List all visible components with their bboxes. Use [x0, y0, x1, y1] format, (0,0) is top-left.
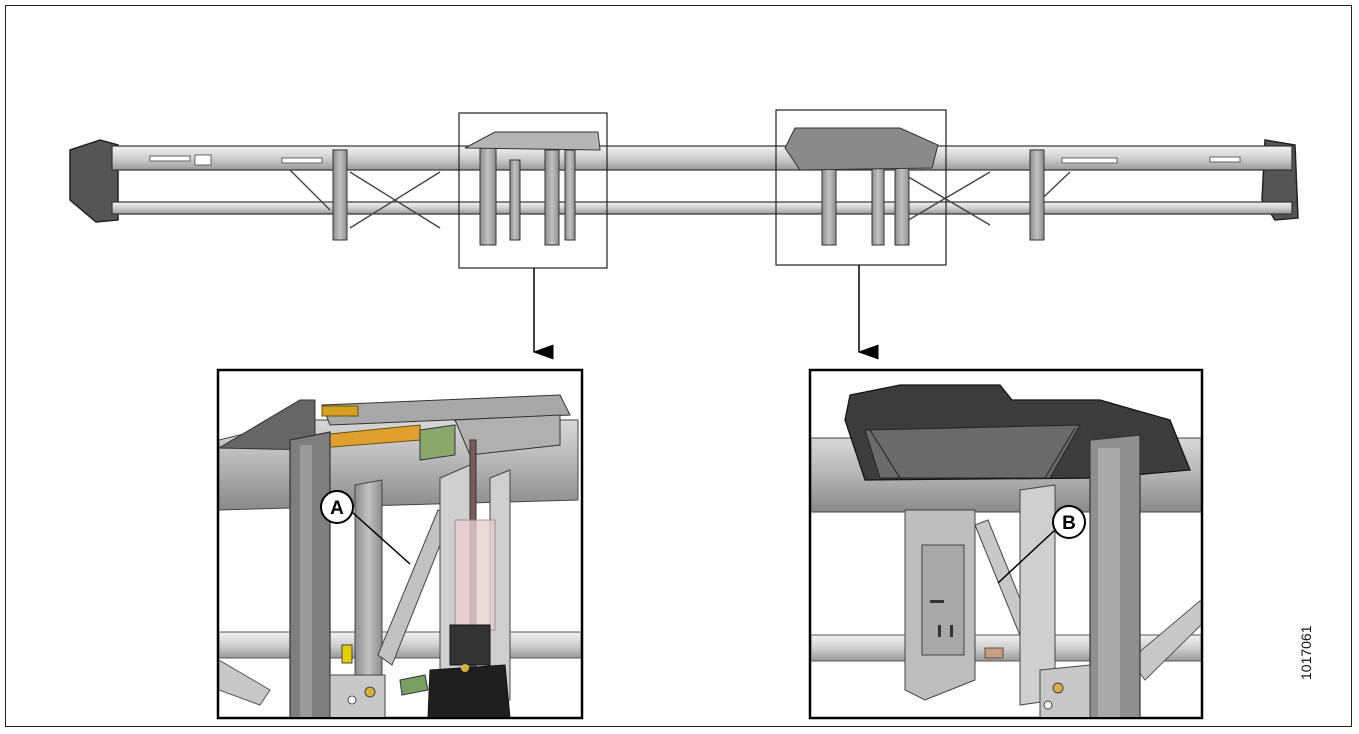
- callout-b-label: B: [1062, 513, 1076, 534]
- left-endsheet: [69, 139, 119, 223]
- overview-braces: [289, 169, 1071, 229]
- detail-b: B: [808, 368, 1204, 720]
- bottom-tube: [111, 201, 1293, 215]
- detail-box-a: [458, 112, 608, 269]
- left-cylinder-overview: [464, 131, 601, 151]
- callout-b-circle: [1052, 505, 1086, 539]
- callout-a-leader: [351, 511, 411, 565]
- callout-a-circle: [320, 490, 354, 524]
- detail-box-b: [775, 109, 947, 266]
- right-cover-overview: [784, 127, 939, 171]
- header-overview: [69, 109, 1299, 360]
- callout-a-label: A: [330, 498, 344, 519]
- overview-details: [149, 154, 1241, 166]
- callout-b-leader: [997, 529, 1056, 584]
- detail-a: A: [216, 368, 584, 720]
- figure-id: 1017061: [1298, 625, 1314, 680]
